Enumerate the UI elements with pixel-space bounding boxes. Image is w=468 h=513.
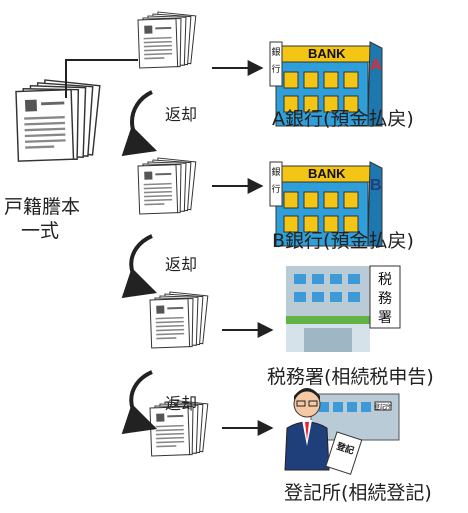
return-arrow-2: [121, 234, 158, 299]
source-connector: [65, 59, 138, 98]
document-stack-2: [138, 158, 196, 214]
tax-office-sign-char-3: 署: [378, 310, 392, 326]
bank-a-letter: A: [370, 57, 382, 74]
source-document-stack: [16, 80, 100, 161]
bank-b-letter: B: [370, 177, 382, 194]
step-label-tax-office: 税務署(相続税申告): [267, 366, 434, 388]
document-stack-3: [150, 292, 208, 348]
bank-a-bank-text: BANK: [308, 46, 346, 61]
registry-office-illustration: 登記所 登記: [284, 388, 400, 475]
bank-b-bank-text: BANK: [308, 166, 346, 181]
step-label-b-bank: B銀行(預金払戻): [272, 230, 414, 252]
bank-a-sign-char-2: 行: [271, 63, 280, 75]
tax-office-sign-char-2: 務: [378, 291, 392, 307]
returned-label-2: 返却: [165, 255, 198, 274]
step-label-registry: 登記所(相続登記): [284, 482, 432, 504]
return-arrow-1: [121, 90, 158, 157]
returned-label-1: 返却: [165, 105, 198, 124]
source-label-line-2: 一式: [21, 220, 60, 242]
returned-label-3: 返却: [165, 394, 198, 413]
tax-office-illustration: 税 務 署: [286, 265, 401, 352]
bank-b-illustration: BANK B 銀 行: [269, 161, 383, 247]
step-label-a-bank: A銀行(預金払戻): [272, 108, 414, 130]
bank-b-sign-char-2: 行: [271, 183, 280, 195]
registry-building-sign: 登記所: [374, 403, 392, 411]
document-stack-1: [138, 12, 196, 68]
tax-office-sign-char-1: 税: [378, 272, 392, 288]
source-label-line-1: 戸籍謄本: [4, 196, 81, 218]
bank-b-sign-char-1: 銀: [271, 166, 280, 178]
bank-a-illustration: BANK A 銀 行: [269, 41, 383, 127]
return-arrow-3: [121, 370, 158, 435]
bank-a-sign-char-1: 銀: [271, 46, 280, 58]
